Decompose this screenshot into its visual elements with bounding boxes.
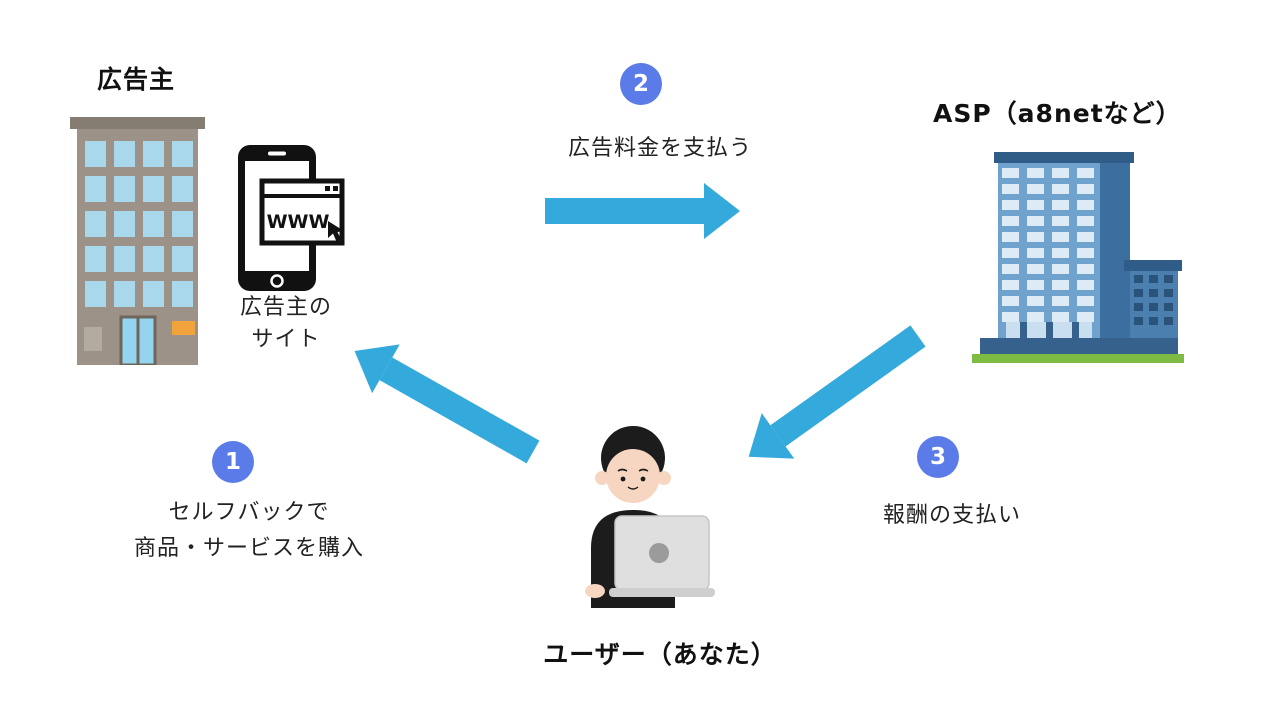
advertiser-site-caption-line1: 広告主の: [239, 295, 332, 320]
advertiser-site-caption: 広告主の サイト: [206, 292, 366, 356]
arrow-user-to-advertiser: [340, 326, 547, 477]
office-building-icon: [70, 117, 205, 365]
person-at-laptop-icon: [585, 426, 715, 608]
step-3-badge: 3: [917, 436, 959, 478]
step-3-number: 3: [929, 444, 946, 470]
advertiser-title: 広告主: [97, 65, 176, 94]
skyscraper-icon: [972, 152, 1184, 363]
step-3-caption: 報酬の支払い: [882, 503, 1021, 528]
step-1-caption-line2: 商品・サービスを購入: [133, 536, 364, 561]
arrow-head: [704, 183, 740, 239]
step-2-badge: 2: [620, 63, 662, 105]
arrow-shaft: [545, 198, 704, 224]
asp-title: ASP（a8netなど）: [933, 99, 1182, 128]
browser-www-text: WWW: [267, 211, 330, 233]
smartphone-browser-icon: WWW: [238, 145, 345, 291]
step-2-number: 2: [632, 71, 649, 97]
arrow-shaft: [770, 325, 926, 447]
step-1-number: 1: [224, 449, 241, 475]
user-title: ユーザー（あなた）: [543, 640, 777, 669]
arrow-asp-to-user: [732, 313, 934, 480]
step-1-caption: セルフバックで 商品・サービスを購入: [94, 495, 404, 567]
advertiser-site-caption-line2: サイト: [251, 327, 321, 352]
step-2-caption: 広告料金を支払う: [567, 136, 752, 161]
arrow-shaft: [379, 357, 540, 464]
arrow-advertiser-to-asp: [545, 183, 740, 239]
step-1-caption-line1: セルフバックで: [168, 500, 330, 525]
step-1-badge: 1: [212, 441, 254, 483]
